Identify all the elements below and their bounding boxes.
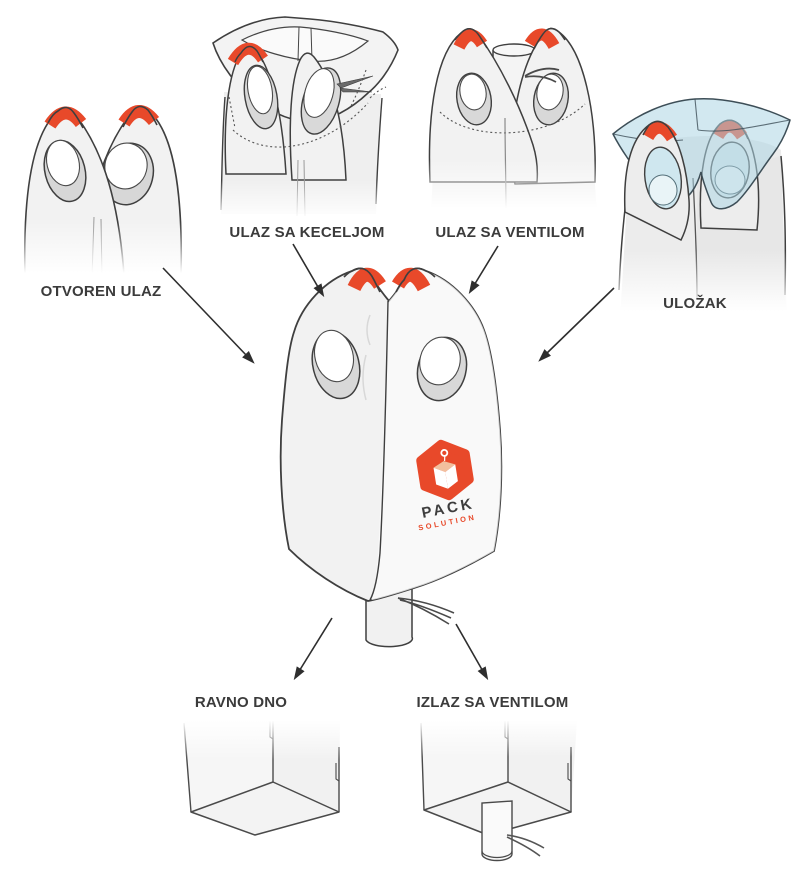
loop-handle-left [311, 267, 386, 400]
collar-opening [240, 26, 370, 62]
figure-central-bag: PACK SOLUTION [258, 255, 523, 665]
orange-tip [453, 29, 488, 50]
loop-handle-right [289, 52, 347, 181]
loop-handle-left [428, 28, 539, 183]
tie-string [336, 75, 374, 93]
logo-cube-left [433, 467, 448, 489]
dotted-fold-lines [228, 69, 387, 148]
loop-handle-left [623, 120, 690, 242]
label-ulozak: ULOŽAK [663, 295, 727, 312]
fade-overlay [605, 250, 800, 320]
arrow-izlaz-sa-ventilom [455, 623, 489, 681]
fade-overlay [410, 715, 595, 757]
arrow-ulaz-sa-keceljom [292, 243, 325, 298]
loop-handle-left [224, 42, 287, 175]
arrow-ulaz-sa-ventilom [468, 245, 499, 295]
loop-handle-right [391, 267, 468, 402]
logo-cube-right [445, 464, 458, 489]
brand-logo: PACK SOLUTION [416, 439, 477, 532]
bag-front-panel [372, 268, 502, 600]
fade-overlay [175, 715, 355, 760]
figure-ulaz-sa-ventilom [425, 20, 600, 215]
drawstrings [506, 834, 545, 857]
orange-tip [347, 267, 386, 292]
figure-otvoren-ulaz [18, 95, 188, 280]
fade-overlay [18, 222, 188, 280]
label-ulaz-sa-keceljom: ULAZ SA KECELJOM [229, 224, 385, 241]
fade-overlay [200, 180, 405, 225]
label-otvoren-ulaz: OTVOREN ULAZ [40, 283, 162, 300]
logo-ring-icon [440, 448, 449, 457]
orange-tip [642, 121, 678, 142]
arrow-ulozak [538, 287, 615, 362]
wrinkles [362, 314, 371, 401]
center-seam [369, 300, 389, 601]
arrow-otvoren-ulaz [162, 267, 255, 364]
dotted-fold-line [439, 103, 586, 134]
figure-ravno-dno [175, 715, 355, 855]
figure-izlaz-sa-ventilom [410, 715, 595, 875]
central-bag-illustration: PACK SOLUTION [279, 267, 503, 648]
tie-string [524, 67, 560, 83]
label-ravno-dno: RAVNO DNO [194, 694, 288, 711]
fade-overlay [425, 160, 600, 215]
discharge-spout [481, 800, 513, 862]
label-izlaz-sa-ventilom: IZLAZ SA VENTILOM [416, 694, 569, 711]
label-ulaz-sa-ventilom: ULAZ SA VENTILOM [435, 224, 585, 241]
figure-ulaz-sa-keceljom [200, 2, 405, 225]
arrow-ravno-dno [293, 617, 333, 681]
figure-ulozak [605, 90, 800, 320]
logo-cube-top [433, 461, 456, 472]
drawstrings [397, 597, 455, 625]
orange-tip [391, 267, 431, 292]
